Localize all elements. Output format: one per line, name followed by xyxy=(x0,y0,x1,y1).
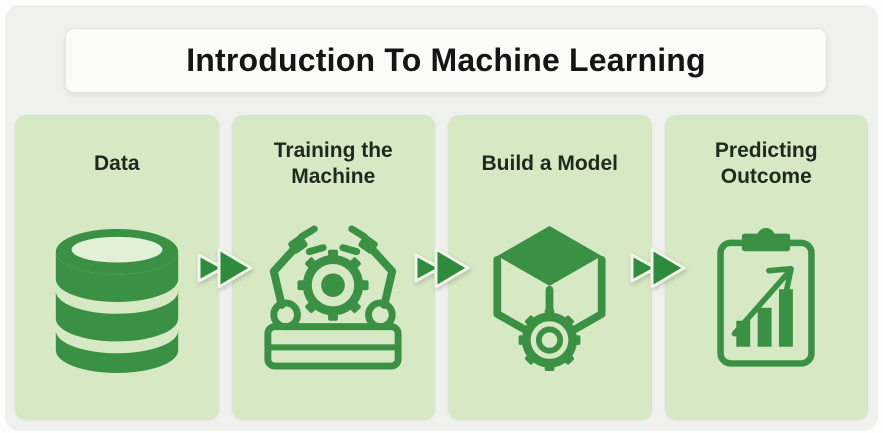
step-card-predicting: Predicting Outcome xyxy=(664,115,868,420)
bar-chart-icon xyxy=(736,289,794,347)
step-label: Data xyxy=(93,152,140,176)
step-card-build-model: Build a Model xyxy=(448,115,652,420)
gear-icon xyxy=(518,309,581,371)
flow-arrow-icon xyxy=(414,247,470,288)
title-box: Introduction To Machine Learning xyxy=(65,28,827,93)
icon-area xyxy=(43,199,191,420)
database-icon xyxy=(55,228,178,373)
cube-gear-icon xyxy=(493,226,606,371)
flow-arrow-icon xyxy=(197,247,253,288)
step-card-data: Data xyxy=(15,115,219,420)
step-card-training: Training the Machine xyxy=(231,115,435,420)
gear-icon xyxy=(297,249,369,321)
background-panel: Introduction To Machine Learning Data xyxy=(5,5,878,431)
icon-area xyxy=(254,199,412,420)
flow-arrow-icon xyxy=(630,247,686,288)
step-label: Predicting Outcome xyxy=(714,139,818,188)
robot-machine-icon xyxy=(264,224,402,370)
step-label: Training the Machine xyxy=(273,139,393,188)
clipboard-chart-icon xyxy=(717,228,815,367)
trend-arrow-icon xyxy=(731,266,795,337)
icon-area xyxy=(714,199,818,420)
step-label: Build a Model xyxy=(481,152,619,176)
steps-row: Data Training the Machine xyxy=(5,115,878,420)
page-title: Introduction To Machine Learning xyxy=(186,42,706,78)
icon-area xyxy=(477,199,622,420)
